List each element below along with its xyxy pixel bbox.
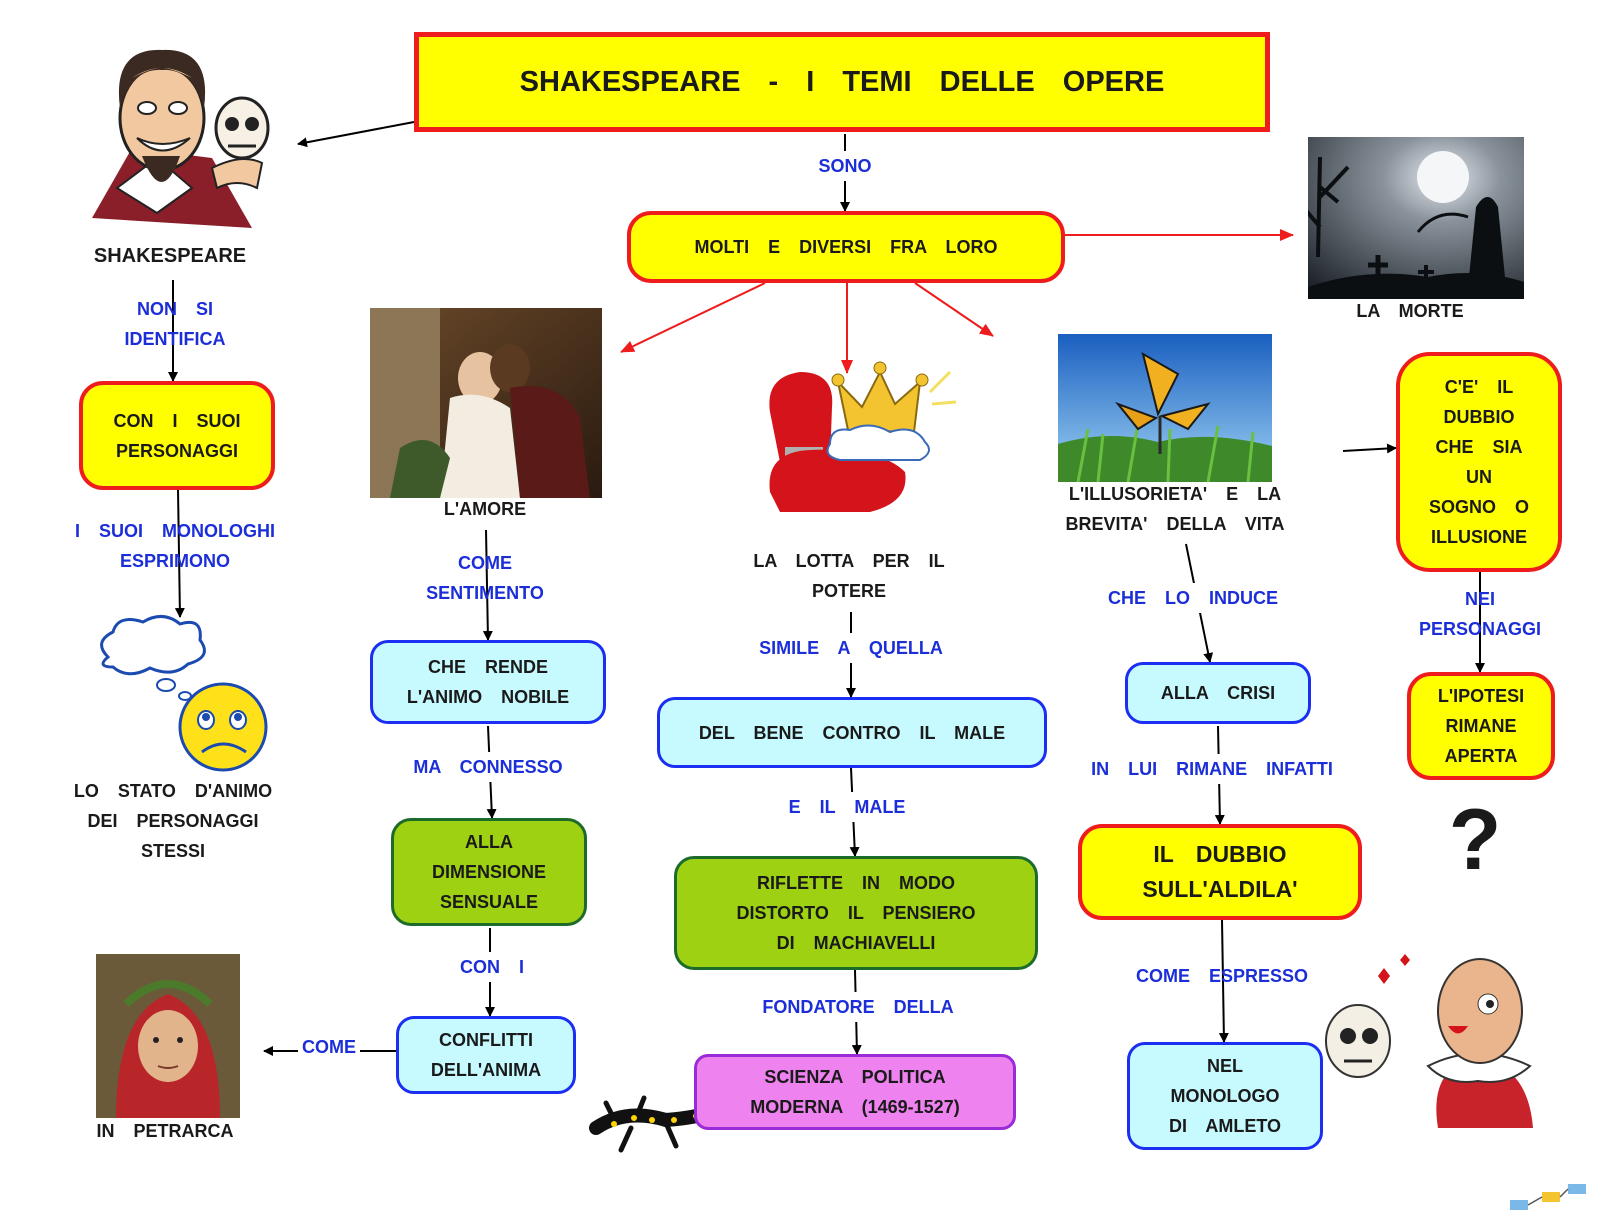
butterfly-meadow-image: [1058, 334, 1272, 482]
node-che-rende-nobile[interactable]: CHE RENDE L'ANIMO NOBILE: [370, 640, 606, 724]
map-title: SHAKESPEARE - I TEMI DELLE OPERE: [414, 32, 1270, 132]
hamlet-skull-cartoon-image: [1308, 946, 1540, 1128]
link-label-come-sentimento: COME SENTIMENTO: [426, 553, 544, 603]
edge-molti-amore: [620, 282, 766, 353]
romeo-juliet-painting: [370, 308, 602, 498]
caption-shakespeare: SHAKESPEARE: [93, 245, 247, 267]
link-label-come-petrarca: COME: [298, 1032, 360, 1062]
node-scienza-politica[interactable]: SCIENZA POLITICA MODERNA (1469-1527): [694, 1054, 1016, 1130]
node-con-suoi-personaggi[interactable]: CON I SUOI PERSONAGGI: [79, 381, 275, 490]
edge-molti-illusorieta: [914, 282, 994, 337]
link-label-monologhi: I SUOI MONOLOGHI ESPRIMONO: [74, 521, 275, 571]
edge-farfalla-cedubbio: [1342, 443, 1397, 454]
link-label-ma-connesso: MA CONNESSO: [388, 752, 588, 782]
link-label-sono: SONO: [805, 151, 885, 181]
edge-con-stato: [174, 489, 185, 618]
node-molti-diversi[interactable]: MOLTI E DIVERSI FRA LORO: [627, 211, 1065, 283]
death-reaper-cemetery-image: [1308, 137, 1524, 299]
node-alla-crisi[interactable]: ALLA CRISI: [1125, 662, 1311, 724]
node-nel-monologo-amleto[interactable]: NEL MONOLOGO DI AMLETO: [1127, 1042, 1323, 1150]
node-ipotesi-aperta[interactable]: L'IPOTESI RIMANE APERTA: [1407, 672, 1555, 780]
node-il-dubbio-aldila[interactable]: IL DUBBIO SULL'ALDILA': [1078, 824, 1362, 920]
link-label-fondatore: FONDATORE DELLA: [738, 992, 978, 1022]
cmap-logo-image: [1508, 1178, 1590, 1218]
caption-amore: L'AMORE: [443, 499, 527, 519]
edge-title-shakespeare: [297, 121, 415, 148]
boxing-gloves-crown-image: [760, 352, 960, 524]
caption-illusorieta: L'ILLUSORIETA' E LA BREVITA' DELLA VITA: [1065, 484, 1285, 534]
link-label-simile: SIMILE A QUELLA: [740, 633, 962, 663]
link-label-con-i: CON I: [452, 952, 532, 982]
link-label-in-lui: IN LUI RIMANE INFATTI: [1065, 754, 1359, 784]
link-label-come-espresso: COME ESPRESSO: [1135, 966, 1309, 986]
node-alla-dimensione-sensuale[interactable]: ALLA DIMENSIONE SENSUALE: [391, 818, 587, 926]
caption-morte: LA MORTE: [1356, 301, 1464, 321]
caption-stato-animo: LO STATO D'ANIMO DEI PERSONAGGI STESSI: [73, 781, 273, 861]
edge-dubbio-nel: [1218, 919, 1229, 1043]
question-mark: ?: [1448, 792, 1502, 888]
node-conflitti-anima[interactable]: CONFLITTI DELL'ANIMA: [396, 1016, 576, 1094]
link-label-che-lo-induce: CHE LO INDUCE: [1088, 583, 1298, 613]
link-label-non-si-identifica: NON SI IDENTIFICA: [124, 299, 226, 349]
node-del-bene-contro-male[interactable]: DEL BENE CONTRO IL MALE: [657, 697, 1047, 768]
edge-amore-rende: [482, 529, 493, 641]
petrarca-portrait-image: [96, 954, 240, 1118]
node-riflette-machiavelli[interactable]: RIFLETTE IN MODO DISTORTO IL PENSIERO DI…: [674, 856, 1038, 970]
caption-lotta-potere: LA LOTTA PER IL POTERE: [753, 551, 945, 601]
thought-cloud-sad-face-image: [88, 612, 278, 772]
shakespeare-cartoon-image: [62, 38, 282, 238]
caption-petrarca: IN PETRARCA: [96, 1121, 234, 1141]
node-ce-dubbio-sogno[interactable]: C'E' IL DUBBIO CHE SIA UN SOGNO O ILLUSI…: [1396, 352, 1562, 572]
link-label-e-il-male: E IL MALE: [782, 792, 912, 822]
link-label-nei-personaggi: NEI PERSONAGGI: [1418, 589, 1542, 639]
